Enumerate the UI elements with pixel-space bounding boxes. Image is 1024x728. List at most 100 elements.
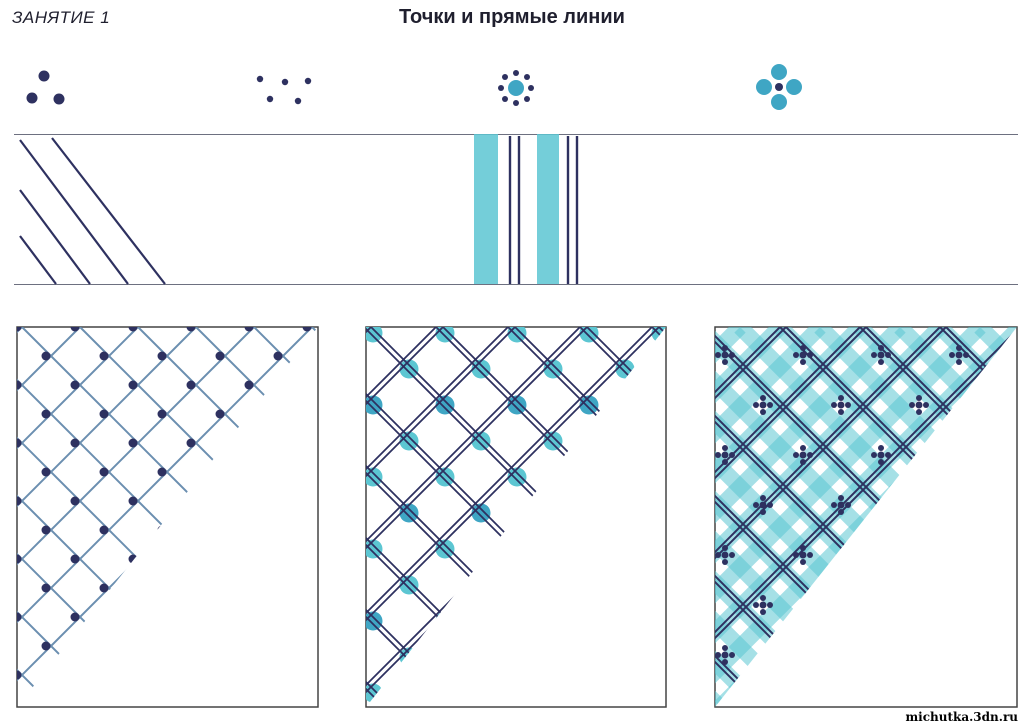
lattice-circle [543, 359, 563, 379]
flower-motif [949, 345, 969, 365]
flower-motif [871, 445, 891, 465]
lattice-circle [399, 503, 419, 523]
grid-dot [128, 438, 138, 448]
plaid-band [715, 327, 826, 707]
grid-line [0, 327, 11, 707]
lattice-circle [366, 395, 383, 415]
flower-motif [753, 395, 773, 415]
grid-dot [41, 409, 51, 419]
grid-line [514, 327, 666, 707]
grid-line [715, 327, 861, 707]
plaid-band [1014, 327, 1017, 707]
grid-line [366, 327, 588, 707]
grid-dot [244, 380, 254, 390]
lattice-circle [579, 327, 599, 343]
lesson-label: ЗАНЯТИЕ 1 [12, 8, 111, 27]
flower-motif [715, 645, 735, 665]
grid-dot [17, 438, 22, 448]
lattice-circle [366, 611, 383, 631]
grid-dot [17, 496, 22, 506]
page-title: Точки и прямые линии [399, 6, 625, 28]
grid-line [507, 327, 666, 707]
lattice-circle [435, 395, 455, 415]
grid-line [715, 327, 941, 707]
panel-double-line-lattice [0, 326, 1024, 708]
grid-dot [70, 612, 80, 622]
lattice-circle [399, 359, 419, 379]
flower-motif [831, 495, 851, 515]
grid-line [715, 327, 947, 707]
grid-line [715, 327, 781, 707]
grid-line [137, 327, 318, 707]
grid-dot [70, 496, 80, 506]
grid-dot [70, 380, 80, 390]
lattice-circle [435, 539, 455, 559]
grid-dot [99, 525, 109, 535]
grid-line [1019, 327, 1024, 707]
grid-dot [70, 554, 80, 564]
flower-motif [715, 345, 735, 365]
grid-line [366, 327, 660, 707]
lattice-circle [366, 539, 383, 559]
grid-dot [186, 438, 196, 448]
plaid-band [715, 327, 906, 707]
grid-dot [99, 583, 109, 593]
grid-dot [17, 554, 22, 564]
lattice-circle [507, 395, 527, 415]
dot-examples [26, 64, 802, 110]
grid-line [366, 327, 516, 707]
lattice-circle [366, 327, 383, 343]
grid-line [715, 327, 1017, 707]
grid-dot [70, 438, 80, 448]
grid-dot [41, 583, 51, 593]
grid-line [865, 327, 1017, 707]
lattice-circle [507, 327, 527, 343]
flower-motif [793, 545, 813, 565]
lattice-circle [471, 359, 491, 379]
grid-line [17, 327, 313, 707]
grid-line [715, 327, 1017, 707]
watermark: michutka.3dn.ru [905, 710, 1018, 724]
lattice-circle [366, 467, 383, 487]
line-examples [19, 134, 579, 285]
grid-dot [70, 327, 80, 332]
grid-dot [128, 327, 138, 332]
four-petal-flower-example [756, 64, 802, 110]
grid-dot [99, 467, 109, 477]
grid-dot [157, 409, 167, 419]
grid-dot [41, 351, 51, 361]
grid-dot [215, 409, 225, 419]
three-dots-example [26, 70, 65, 105]
flower-motif [793, 445, 813, 465]
grid-dot [17, 327, 22, 332]
grid-dot [17, 612, 22, 622]
grid-line [366, 327, 457, 707]
grid-line [366, 327, 653, 707]
grid-dot [41, 467, 51, 477]
lattice-circle [471, 503, 491, 523]
grid-line [17, 327, 197, 707]
flower-motif [753, 595, 773, 615]
grid-line [366, 327, 444, 707]
dot-flower-example [498, 70, 534, 106]
rule-line-bottom [14, 284, 1018, 285]
grid-line [366, 327, 509, 707]
grid-line [859, 327, 1017, 707]
grid-line [17, 327, 139, 707]
grid-dot [41, 525, 51, 535]
panel-diamond-grid [16, 326, 319, 708]
grid-dot [99, 409, 109, 419]
lattice-circle [579, 395, 599, 415]
grid-dot [244, 327, 254, 332]
plaid-band [715, 327, 986, 707]
grid-dot [186, 327, 196, 332]
grid-line [715, 327, 787, 707]
grid-dot [41, 641, 51, 651]
flower-motif [753, 495, 773, 515]
grid-dot [302, 327, 312, 332]
grid-dot [157, 467, 167, 477]
grid-line [17, 327, 255, 707]
diagonal-lines-example [19, 137, 166, 285]
grid-dot [17, 670, 22, 680]
lattice-circle [399, 575, 419, 595]
